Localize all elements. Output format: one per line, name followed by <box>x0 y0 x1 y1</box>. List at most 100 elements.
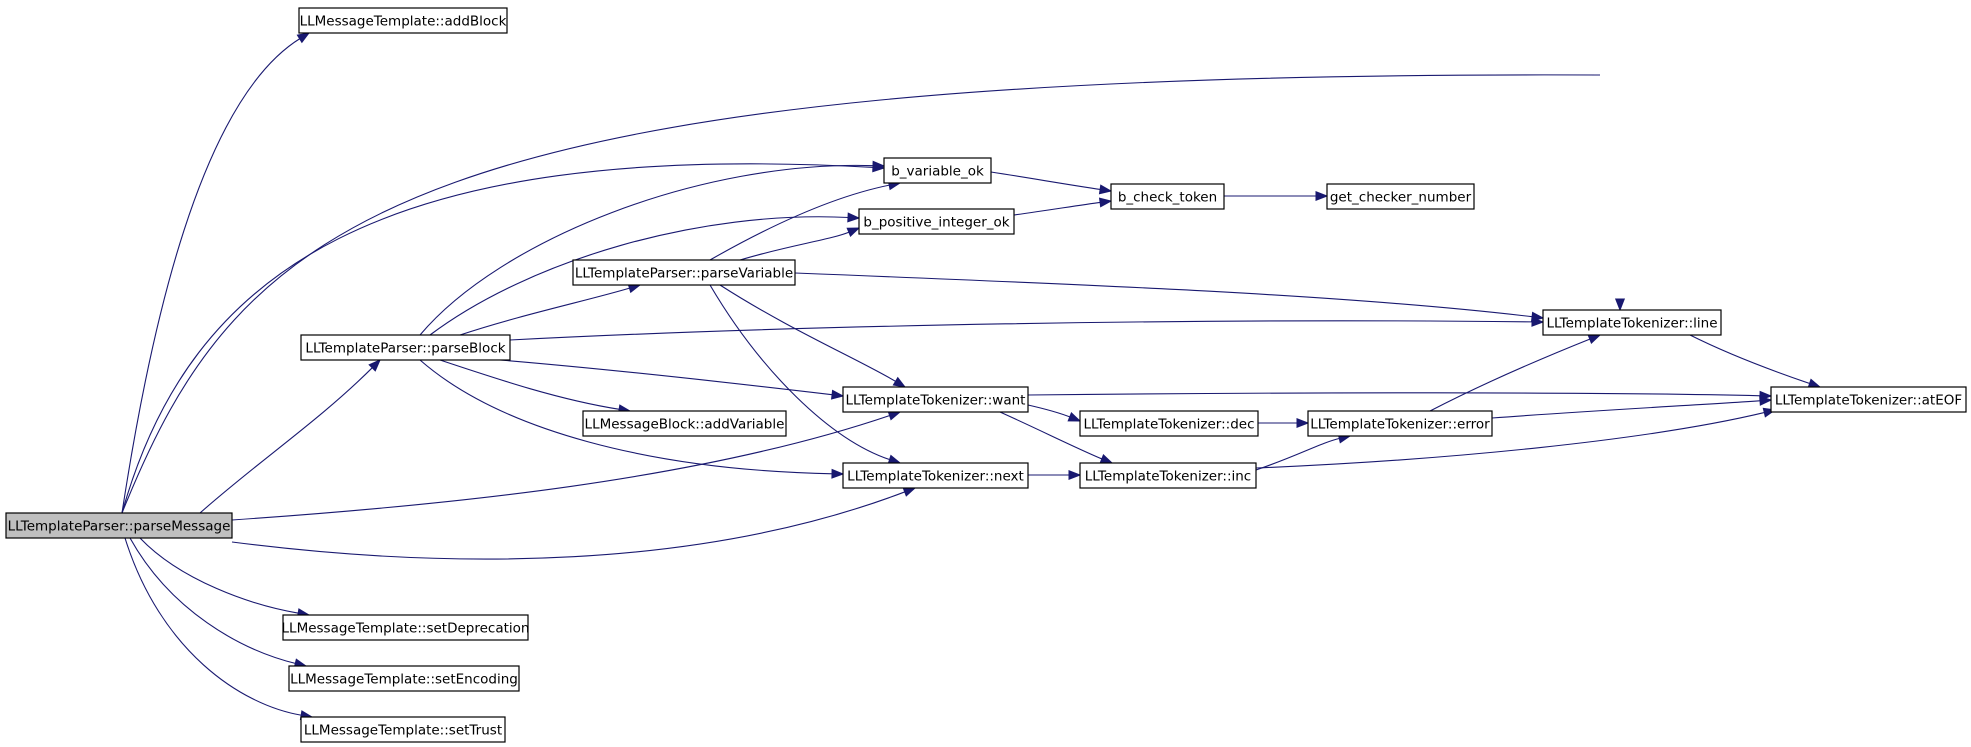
node-label: b_check_token <box>1118 190 1217 206</box>
edge-line <box>709 184 891 261</box>
node-box <box>858 208 1015 235</box>
node-parseBlock[interactable]: LLTemplateParser::parseBlock <box>300 334 511 361</box>
node-dec[interactable]: LLTemplateTokenizer::dec <box>1079 410 1259 437</box>
edge-b_variable_ok-to-b_check_token <box>990 171 1113 195</box>
edge-line <box>990 171 1102 191</box>
edge-line <box>509 320 1534 341</box>
arrowhead <box>296 32 311 44</box>
edge-line <box>1689 334 1811 385</box>
node-get_checker_number[interactable]: get_checker_number <box>1326 183 1475 210</box>
edge-want-to-dec <box>1027 404 1082 422</box>
arrowhead <box>1099 454 1114 464</box>
node-box <box>298 7 508 34</box>
node-label: get_checker_number <box>1330 190 1472 206</box>
edge-parseBlock-to-line <box>509 316 1545 341</box>
arrowhead <box>1614 298 1626 312</box>
node-label: b_variable_ok <box>891 164 984 180</box>
edge-parseBlock-to-addVariable <box>439 359 632 415</box>
nodes-layer: LLTemplateParser::parseMessageLLMessageT… <box>5 7 1967 743</box>
node-parseVariable[interactable]: LLTemplateParser::parseVariable <box>572 259 796 286</box>
edge-parseMessage-to-next <box>231 487 917 560</box>
arrowhead <box>1296 417 1310 429</box>
node-box <box>572 259 796 286</box>
node-box <box>842 386 1029 413</box>
arrowhead <box>1759 395 1773 406</box>
node-label: LLMessageTemplate::setEncoding <box>290 672 518 688</box>
node-b_variable_ok[interactable]: b_variable_ok <box>883 157 992 184</box>
edge-line <box>739 231 850 261</box>
edge-dec-to-error <box>1258 417 1310 429</box>
edge-line <box>439 359 621 410</box>
arrowhead <box>847 212 861 223</box>
node-label: LLTemplateTokenizer::dec <box>1083 417 1254 433</box>
arrowhead <box>1315 190 1329 202</box>
node-addVariable[interactable]: LLMessageBlock::addVariable <box>582 410 787 437</box>
edge-line <box>1013 201 1102 216</box>
edge-line <box>1429 338 1591 412</box>
edge-line <box>1255 411 1766 469</box>
edge-line <box>709 284 891 461</box>
edge-parseBlock-to-want <box>499 359 845 400</box>
node-b_check_token[interactable]: b_check_token <box>1110 183 1225 210</box>
edge-b_positive_integer_ok-to-b_check_token <box>1013 197 1113 216</box>
edge-parseMessage-to-parseBlock <box>199 359 381 514</box>
edge-line <box>1027 392 1762 397</box>
edge-line-to-atEOF <box>1689 334 1822 389</box>
edge-parseMessage-to-setDeprecation <box>139 537 311 619</box>
edge-line <box>231 491 906 560</box>
node-box <box>842 462 1029 489</box>
node-b_positive_integer_ok[interactable]: b_positive_integer_ok <box>858 208 1015 235</box>
node-addBlock[interactable]: LLMessageTemplate::addBlock <box>298 7 508 34</box>
edge-line <box>419 359 834 475</box>
edge-line <box>459 287 631 336</box>
edge-parseBlock-to-b_positive_integer_ok <box>429 212 861 336</box>
node-next[interactable]: LLTemplateTokenizer::next <box>842 462 1029 489</box>
edge-line <box>429 216 850 336</box>
edge-line <box>121 74 1601 514</box>
node-box <box>883 157 992 184</box>
arrowhead <box>846 227 861 238</box>
edge-line <box>999 411 1103 460</box>
edge-line <box>499 359 834 396</box>
node-setDeprecation[interactable]: LLMessageTemplate::setDeprecation <box>282 614 530 641</box>
node-box <box>1542 309 1722 336</box>
edge-error-to-atEOF <box>1491 395 1773 419</box>
node-label: LLMessageTemplate::setTrust <box>304 723 502 739</box>
node-box <box>1770 386 1967 413</box>
arrowhead <box>831 468 845 479</box>
edge-parseBlock-to-b_variable_ok <box>419 160 886 336</box>
edge-line <box>121 163 875 514</box>
edge-line <box>199 366 374 514</box>
node-atEOF[interactable]: LLTemplateTokenizer::atEOF <box>1770 386 1967 413</box>
node-box <box>282 614 529 641</box>
node-label: LLTemplateTokenizer::next <box>847 469 1024 485</box>
node-box <box>1110 183 1225 210</box>
node-box <box>288 665 520 692</box>
edge-line <box>419 164 875 336</box>
node-label: LLTemplateParser::parseVariable <box>575 266 793 282</box>
edge-line <box>139 537 300 614</box>
node-setEncoding[interactable]: LLMessageTemplate::setEncoding <box>288 665 520 692</box>
edge-line <box>719 284 897 383</box>
node-box <box>5 512 233 539</box>
node-parseMessage[interactable]: LLTemplateParser::parseMessage <box>5 512 233 539</box>
node-label: LLTemplateTokenizer::inc <box>1085 469 1251 485</box>
edge-parseVariable-to-want <box>719 284 907 388</box>
node-setTrust[interactable]: LLMessageTemplate::setTrust <box>300 716 506 743</box>
node-line[interactable]: LLTemplateTokenizer::line <box>1542 309 1722 336</box>
edge-line <box>1491 400 1762 419</box>
arrowhead <box>1530 311 1545 322</box>
edge-line <box>1255 437 1341 471</box>
edge-line <box>1027 404 1071 418</box>
edge-line <box>794 272 1534 318</box>
arrowhead <box>1098 184 1113 195</box>
node-inc[interactable]: LLTemplateTokenizer::inc <box>1079 462 1257 489</box>
node-want[interactable]: LLTemplateTokenizer::want <box>842 386 1029 413</box>
edge-error-to-line <box>1429 334 1602 412</box>
node-error[interactable]: LLTemplateTokenizer::error <box>1307 410 1493 437</box>
edge-line <box>124 537 303 716</box>
node-label: LLTemplateTokenizer::error <box>1310 417 1490 433</box>
node-label: LLTemplateTokenizer::line <box>1546 316 1717 332</box>
node-label: LLMessageTemplate::setDeprecation <box>282 621 530 637</box>
node-box <box>1326 183 1475 210</box>
